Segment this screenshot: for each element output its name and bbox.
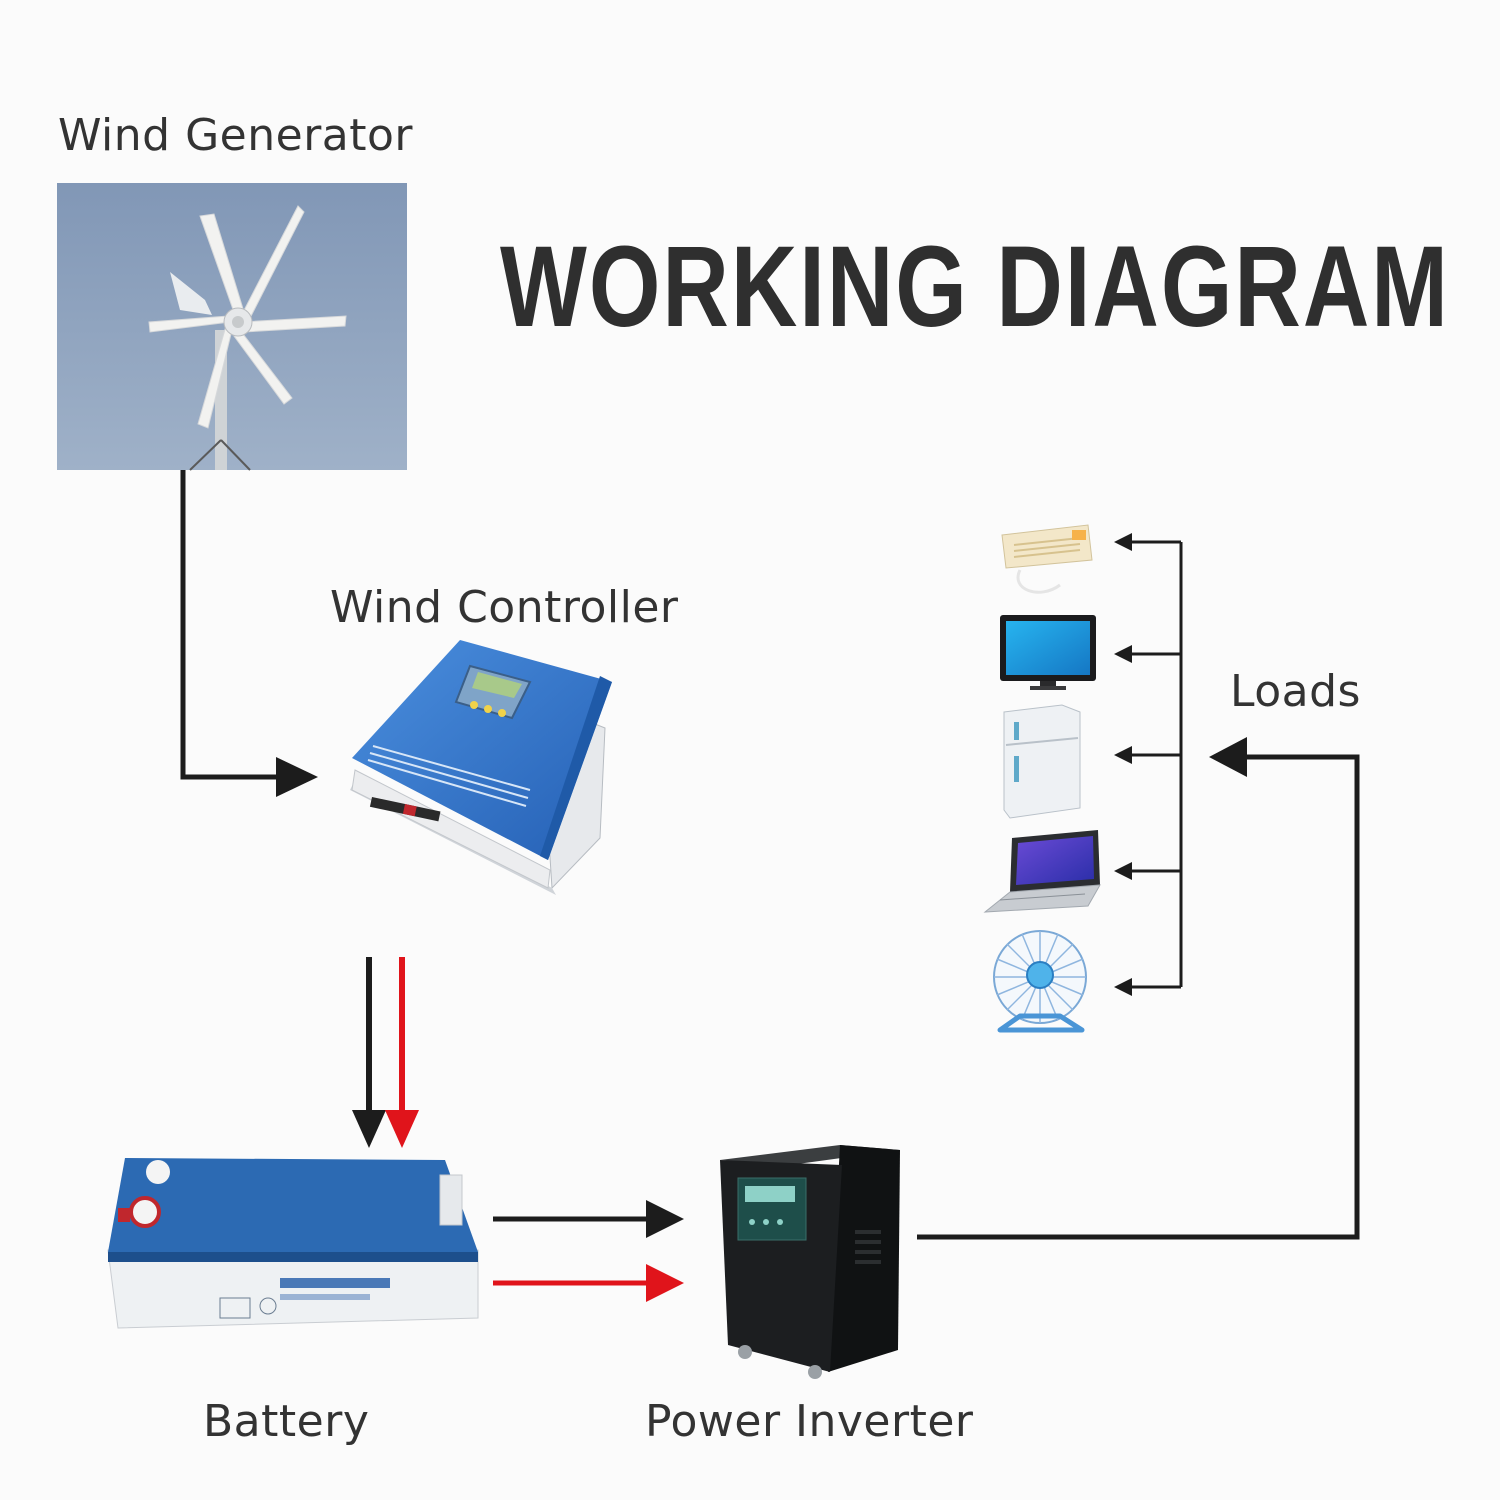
arrowhead-left-icon	[1114, 746, 1132, 764]
loads-label: Loads	[1230, 666, 1361, 717]
wire-inverter-to-loads	[917, 737, 1360, 1240]
wind-generator-label: Wind Generator	[58, 110, 414, 161]
wind-controller-icon	[350, 640, 612, 895]
power-inverter-label: Power Inverter	[645, 1396, 974, 1447]
battery-icon	[107, 1158, 479, 1329]
arrowhead-right-icon	[276, 757, 318, 797]
arrowhead-left-icon	[1209, 737, 1247, 777]
wind-controller-label: Wind Controller	[330, 582, 679, 633]
electric-fan-icon	[993, 930, 1087, 1033]
arrowhead-left-icon	[1114, 978, 1132, 996]
arrowhead-right-icon	[646, 1264, 684, 1302]
wind-turbine-icon	[57, 183, 407, 471]
arrowhead-down-icon	[352, 1110, 386, 1148]
battery-label: Battery	[203, 1396, 370, 1447]
wire-controller-to-battery	[352, 957, 419, 1148]
diagram-title: WORKING DIAGRAM	[500, 223, 1450, 351]
arrowhead-down-icon	[385, 1110, 419, 1148]
arrowhead-left-icon	[1114, 533, 1132, 551]
power-inverter-icon	[720, 1145, 900, 1379]
arrowhead-left-icon	[1114, 862, 1132, 880]
laptop-icon	[983, 830, 1101, 913]
arrowhead-right-icon	[646, 1200, 684, 1238]
television-icon	[1000, 615, 1096, 690]
wire-battery-to-inverter	[493, 1200, 684, 1302]
wire-generator-to-controller	[180, 470, 318, 797]
air-conditioner-icon	[1001, 524, 1093, 594]
arrowhead-left-icon	[1114, 645, 1132, 663]
load-distribution-bus	[1114, 533, 1183, 996]
refrigerator-icon	[1003, 704, 1081, 819]
